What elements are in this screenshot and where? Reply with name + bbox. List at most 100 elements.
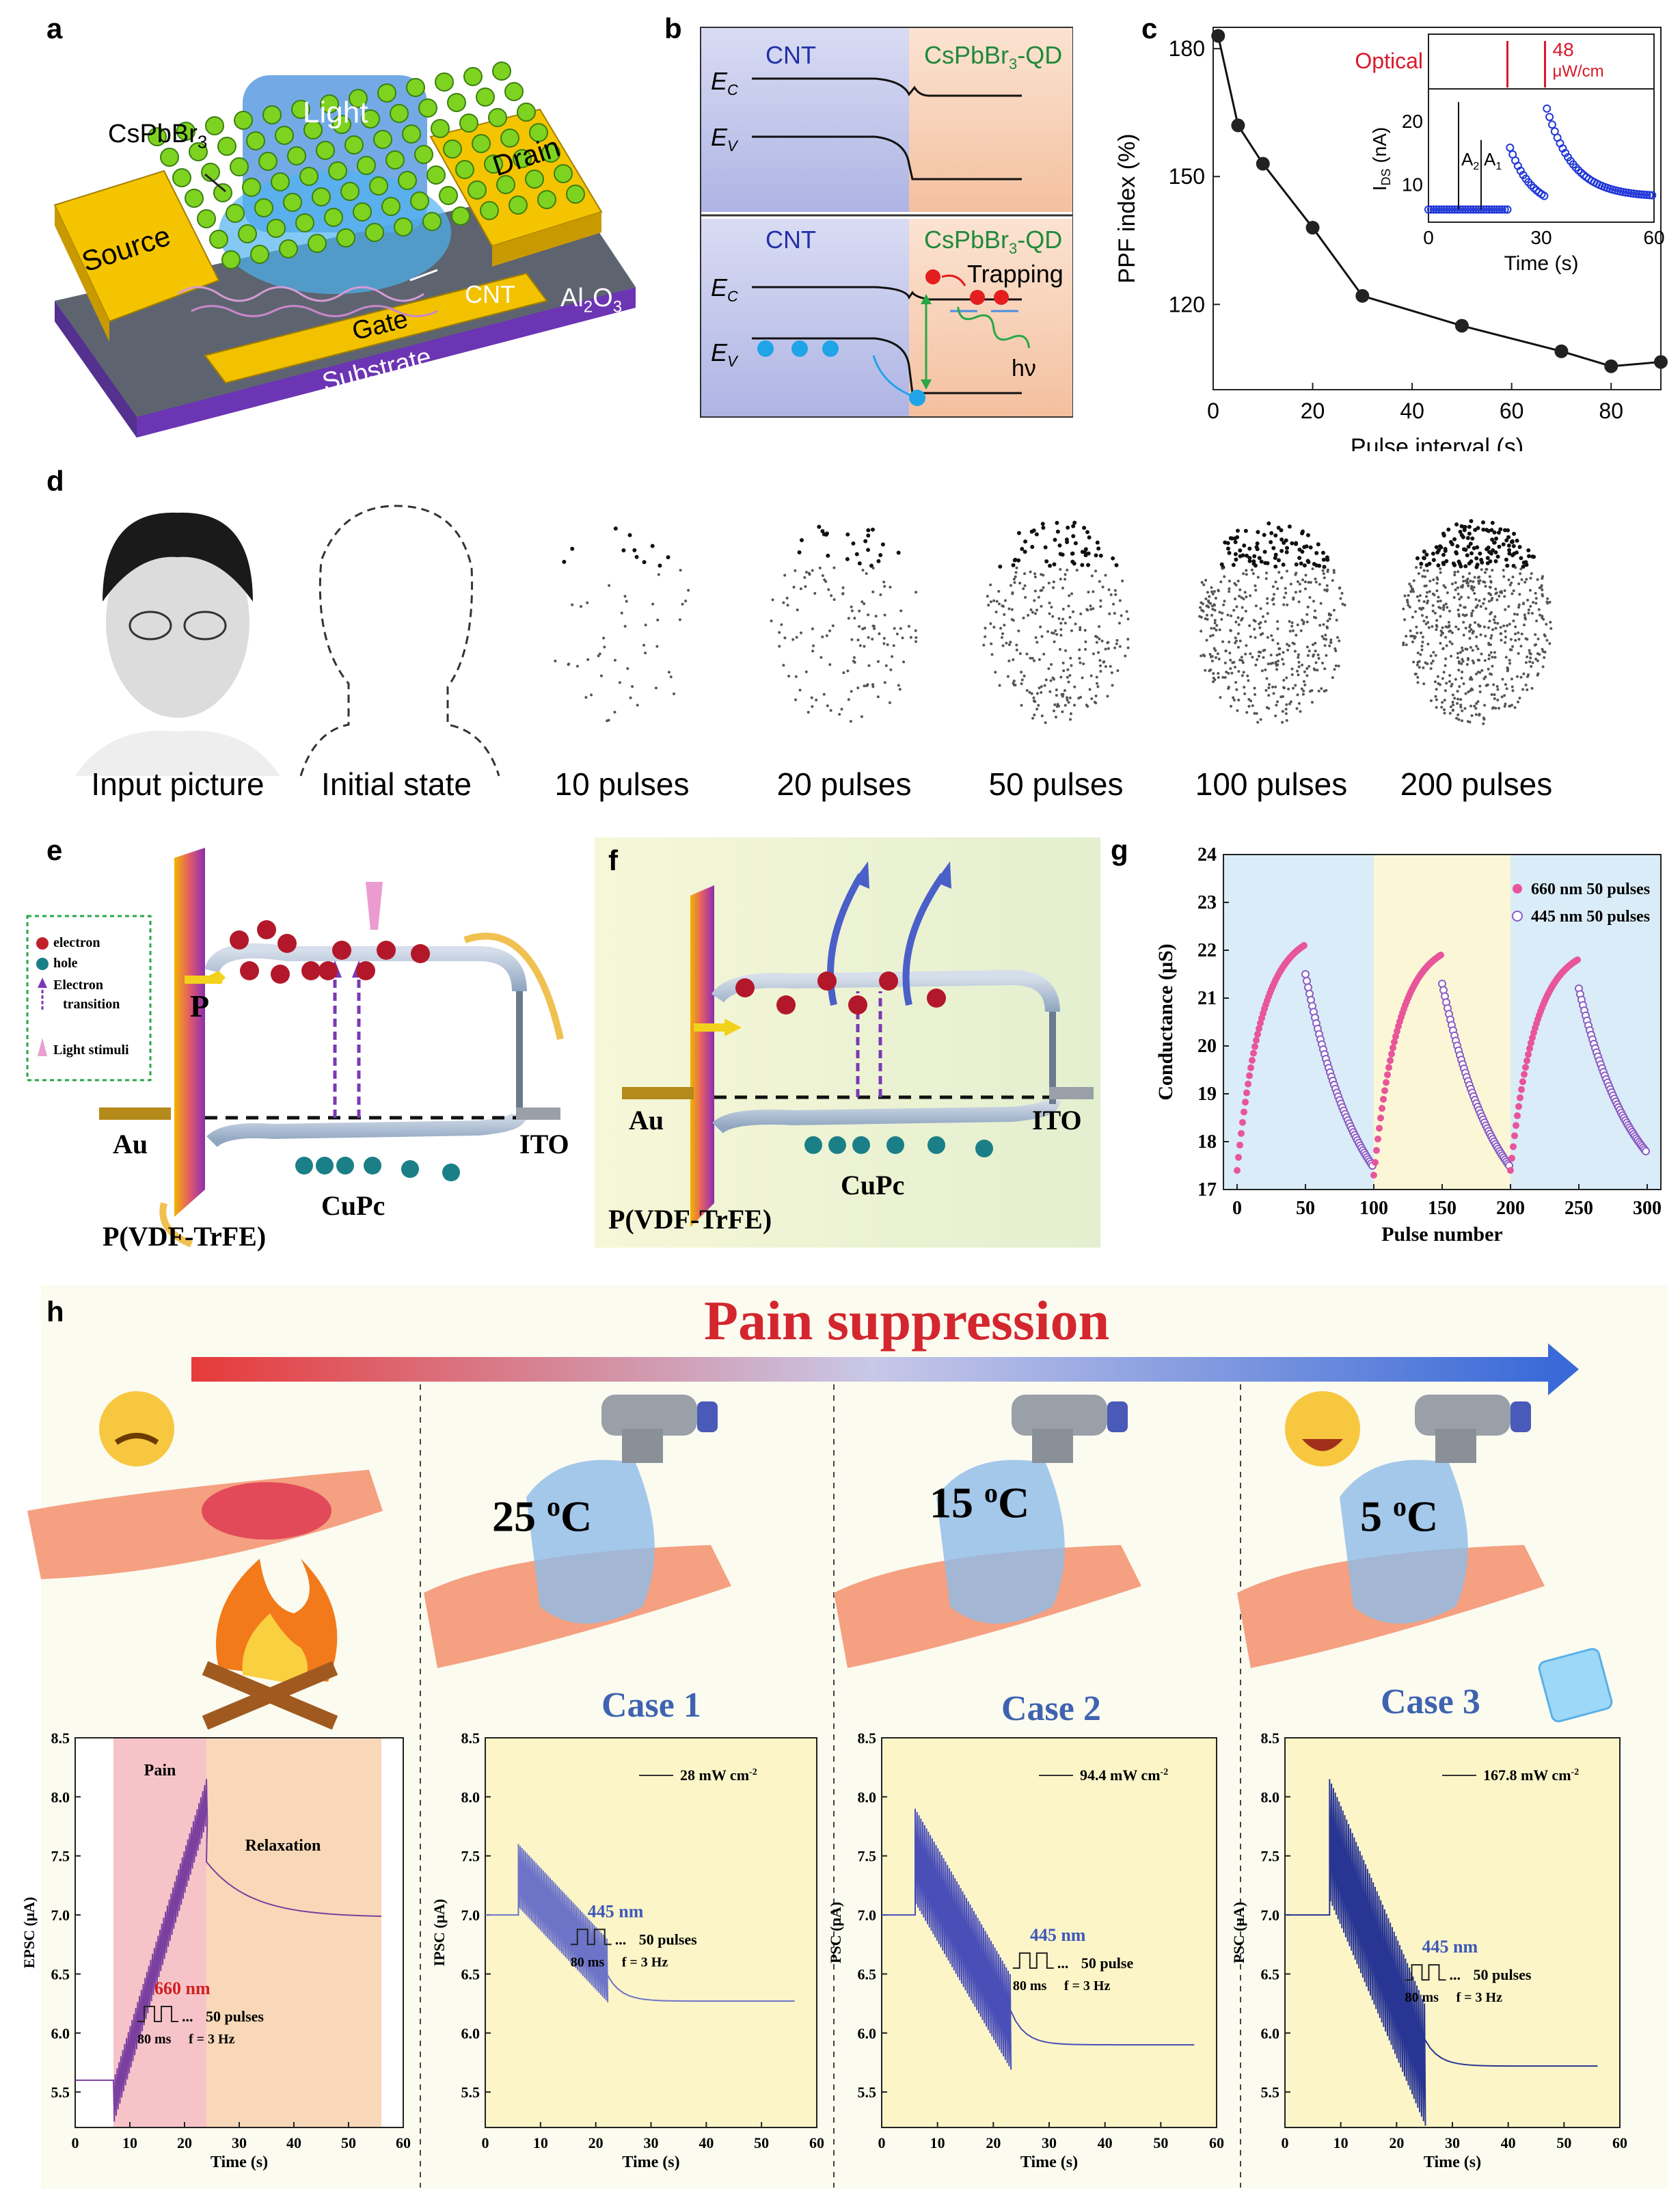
pixel-dot <box>1506 535 1511 539</box>
pixel-dot <box>1508 583 1512 587</box>
pixel-dot <box>841 592 845 595</box>
quantum-dot <box>394 217 413 237</box>
pixel-dot <box>1052 580 1055 584</box>
point-660nm <box>1515 1103 1522 1110</box>
pixel-dot <box>1423 585 1426 588</box>
pixel-dot <box>1245 595 1248 599</box>
pixel-dot <box>1037 595 1040 599</box>
quantum-dot <box>291 100 310 119</box>
pixel-dot <box>792 585 796 589</box>
pixel-dot <box>1251 656 1254 659</box>
pixel-dot <box>642 643 646 647</box>
pixel-dot <box>1436 563 1441 568</box>
pixel-dot <box>1526 655 1529 658</box>
pixel-dot <box>1300 687 1303 690</box>
quantum-dot <box>344 135 364 155</box>
pixel-dot <box>1039 625 1042 628</box>
pixel-dot <box>1454 677 1457 681</box>
pixel-dot <box>1415 595 1419 598</box>
pixel-dot <box>1261 615 1264 618</box>
pixel-dot <box>1007 643 1011 647</box>
pixel-dot <box>1003 623 1006 627</box>
pixel-dot <box>1249 652 1252 656</box>
pixel-dot <box>1320 550 1325 555</box>
y-axis-label: PSC (μA) <box>827 1902 844 1963</box>
pixel-dot <box>1305 620 1309 623</box>
x-tick-label: 80 <box>1599 399 1623 423</box>
pixel-dot <box>1511 543 1516 548</box>
pixel-dot <box>1424 661 1427 664</box>
pixel-dot <box>1247 556 1252 561</box>
pixel-dot <box>1269 654 1273 657</box>
pixel-dot <box>1490 634 1493 637</box>
pixel-dot <box>1290 673 1294 676</box>
y-tick-label: 8.5 <box>461 1730 480 1747</box>
pixel-dot <box>584 696 588 699</box>
pixel-dot <box>1459 698 1463 701</box>
pixel-dot <box>866 533 871 538</box>
pixel-dot <box>1297 673 1300 677</box>
pixel-dot <box>1536 652 1539 656</box>
pixel-dot <box>1003 613 1006 616</box>
pixel-dot <box>989 583 992 587</box>
pixel-dot <box>1301 693 1305 696</box>
pixel-dot <box>1457 608 1460 612</box>
pixel-dot <box>1095 641 1098 644</box>
pixel-dot <box>1485 556 1490 561</box>
pixel-dot <box>1294 684 1297 687</box>
pixel-dot <box>1097 651 1100 654</box>
pixel-dot <box>1015 648 1018 652</box>
pixel-dot <box>1426 599 1430 602</box>
pixel-dot <box>1439 567 1442 570</box>
pixel-dot <box>613 658 617 662</box>
pixel-dot <box>1495 598 1499 602</box>
pixel-dot <box>1412 660 1415 664</box>
pixel-dot <box>1313 609 1316 613</box>
pixel-dot <box>831 624 835 628</box>
pixel-dot <box>1452 596 1456 600</box>
pixel-dot <box>1466 581 1469 585</box>
data-point <box>1554 344 1569 358</box>
pixel-dot <box>1061 710 1064 714</box>
inset-point <box>1635 190 1643 199</box>
point-660nm <box>1517 1094 1523 1101</box>
pixel-dot <box>852 656 856 659</box>
pixel-dot <box>1204 617 1207 621</box>
inset-point <box>1545 113 1554 122</box>
pixel-dot <box>1446 606 1449 609</box>
pixel-dot <box>1023 584 1027 587</box>
pixel-dot <box>1325 584 1329 587</box>
x-axis-label: Time (s) <box>1424 2153 1481 2171</box>
pixel-dot <box>1266 636 1269 639</box>
pixel-dot <box>1243 528 1248 533</box>
pixel-dot <box>1487 550 1491 554</box>
pixel-dot <box>1001 644 1005 647</box>
pixel-dot <box>1216 652 1219 656</box>
pixel-dot <box>1514 632 1517 636</box>
pixel-dot <box>1509 539 1514 544</box>
pixel-dot <box>1454 588 1457 591</box>
pixel-dot <box>1236 709 1239 712</box>
pixel-dot <box>1426 569 1429 572</box>
plot-frame <box>1212 27 1662 390</box>
pixel-dot <box>1297 660 1301 664</box>
quantum-dot <box>500 129 519 148</box>
hv-label: hν <box>1012 355 1036 381</box>
pixel-dot <box>603 645 606 649</box>
pixel-dot <box>858 609 861 613</box>
pixel-dot <box>1198 615 1202 618</box>
pixel-dot <box>1473 704 1476 708</box>
pixel-dot <box>1493 697 1496 701</box>
pixel-dot <box>1244 652 1247 656</box>
point-660nm <box>1385 1064 1392 1071</box>
pixel-dot <box>1441 562 1446 567</box>
face-label: Initial state <box>321 766 472 802</box>
pixel-dot <box>990 642 993 645</box>
pixel-dot <box>1508 658 1511 662</box>
pixel-dot <box>1312 653 1316 656</box>
pixel-dot <box>613 526 618 531</box>
pixel-dot <box>1472 586 1476 589</box>
pixel-dot <box>1259 633 1262 636</box>
inset-point <box>1437 205 1446 214</box>
